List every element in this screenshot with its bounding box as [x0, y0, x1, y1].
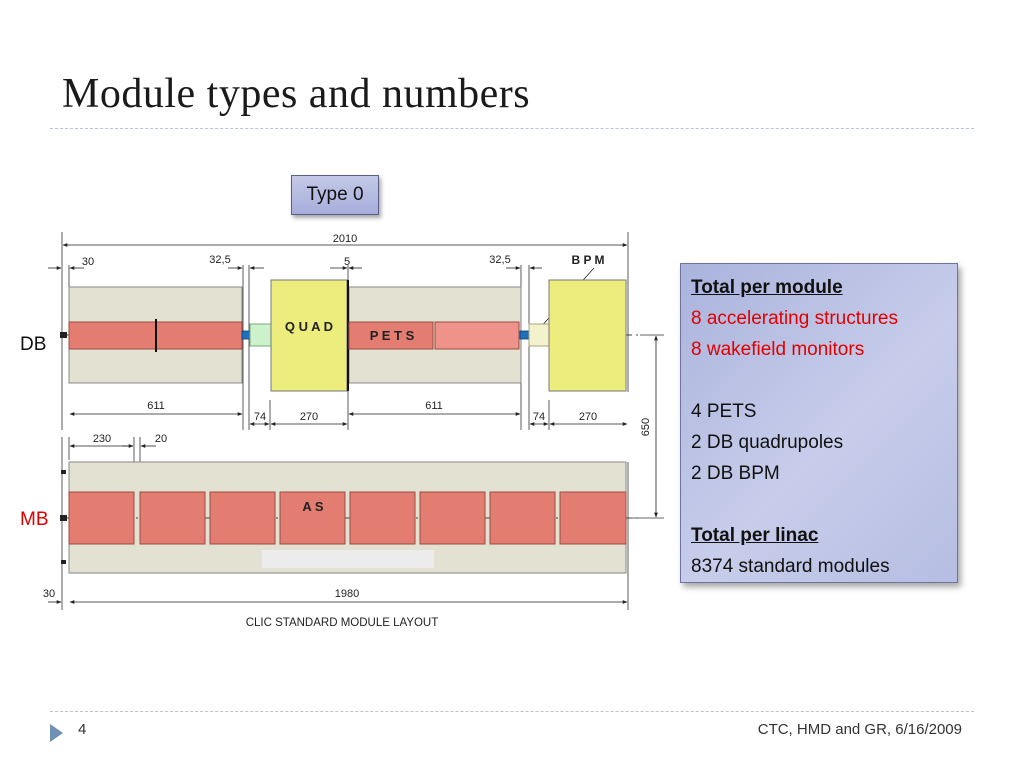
dim-1980: 1980	[335, 588, 359, 600]
total-per-module-heading: Total per module	[691, 277, 843, 298]
dim-5: 5	[344, 256, 350, 268]
mb-acc-structure-8	[559, 491, 627, 545]
mb-acc-structure-2	[139, 491, 206, 545]
dim-74-right: 74	[533, 411, 545, 423]
title-divider	[50, 128, 974, 129]
db-bpm-count: 2 DB BPM	[691, 463, 780, 484]
db-pets-box	[348, 321, 434, 350]
mb-acc-structure-4	[279, 491, 346, 545]
mb-acc-structure-1	[68, 491, 135, 545]
mb-row	[60, 461, 640, 574]
db-quadrupoles-count: 2 DB quadrupoles	[691, 432, 844, 453]
db-bpm-1	[249, 323, 272, 347]
total-per-linac-heading: Total per linac	[691, 525, 819, 546]
dim-74-left: 74	[254, 411, 266, 423]
db-pets-right	[434, 321, 520, 350]
dim-611-left: 611	[147, 400, 165, 412]
dim-230: 230	[93, 433, 111, 445]
dim-30-bottom: 30	[43, 588, 55, 600]
footer-arrow-icon	[50, 724, 63, 742]
mb-acc-structure-3	[209, 491, 276, 545]
component-labels: Q U A D P E T S A S	[285, 319, 415, 514]
page-number: 4	[78, 721, 87, 738]
linac-modules-count: 8374 standard modules	[691, 551, 947, 582]
dim-611-right: 611	[425, 400, 443, 412]
bpm-label: B P M	[571, 253, 604, 267]
modules-text: standard modules	[733, 556, 890, 577]
pets-count: 4 PETS	[691, 401, 757, 422]
db-row	[60, 279, 640, 392]
dimension-arrows	[48, 243, 658, 604]
mb-label: MB	[20, 509, 49, 530]
mb-support-bar	[262, 550, 434, 568]
dimension-labels: 2010 30 32,5 5 32,5 B P M 611 74 270 611…	[43, 233, 652, 629]
wakefield-monitors-count: 8 wakefield monitors	[691, 339, 865, 360]
db-flange-1	[241, 330, 251, 340]
quad-label: Q U A D	[285, 319, 333, 334]
db-label: DB	[20, 334, 47, 355]
dim-270-right: 270	[579, 411, 597, 423]
diagram-caption: CLIC STANDARD MODULE LAYOUT	[246, 617, 439, 629]
type-label-box: Type 0	[291, 175, 379, 215]
footer-divider	[50, 711, 974, 712]
dim-32-5-right: 32,5	[489, 254, 510, 266]
dim-270-left: 270	[300, 411, 318, 423]
totals-info-box: Total per module 8 accelerating structur…	[680, 263, 958, 583]
mb-acc-structure-7	[489, 491, 556, 545]
page-title: Module types and numbers	[62, 71, 531, 117]
footer-credit: CTC, HMD and GR, 6/16/2009	[757, 721, 962, 738]
as-label: A S	[302, 499, 324, 514]
dim-32-5-left: 32,5	[209, 254, 230, 266]
db-quad-2	[548, 279, 627, 392]
db-flange-2	[519, 330, 530, 340]
dim-650: 650	[640, 418, 652, 436]
mb-acc-structure-5	[349, 491, 416, 545]
dim-30-top: 30	[82, 256, 94, 268]
db-bpm-2	[528, 323, 550, 347]
dim-20: 20	[155, 433, 167, 445]
acc-structures-count: 8 accelerating structures	[691, 308, 898, 329]
db-quad-1	[270, 279, 348, 392]
pets-label: P E T S	[370, 328, 415, 343]
mb-acc-structure-6	[419, 491, 486, 545]
modules-number: 8374	[691, 556, 734, 577]
dim-2010: 2010	[333, 233, 357, 245]
